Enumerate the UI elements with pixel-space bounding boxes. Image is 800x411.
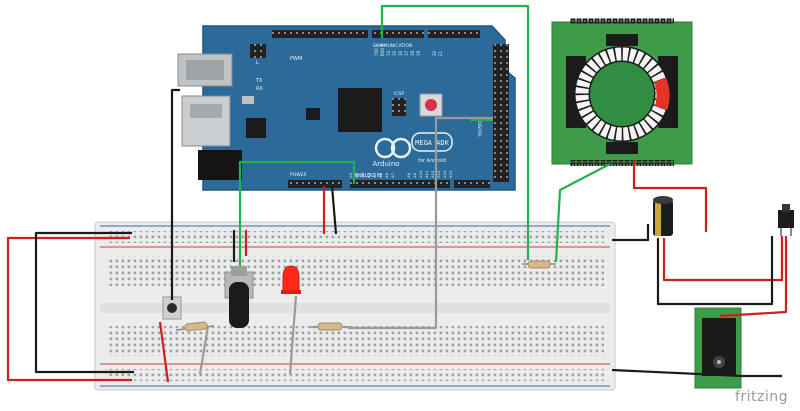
wire-black-button [170,88,180,300]
pin-label-20: 20 [432,50,437,56]
pin-label-19: 19 [416,50,421,56]
pin-label-a15: A15 [448,170,453,178]
bottom-power-rail-holes [106,369,604,381]
analog-pin-labels: A0 A1 A2 A3 A4 A5 A6 A7 A8 A9 A10 A11 A1… [348,170,453,178]
pin-label-a4: A4 [372,172,377,178]
wires [6,4,788,383]
pin-label-rx0: RX0 0 [380,44,385,56]
pin-label-a5: A5 [378,172,383,178]
wire-gray-led [348,116,493,330]
wire-red-jack [719,236,788,318]
pin-label-a12: A12 [430,170,435,178]
label-tx: TX [255,78,263,84]
board-subtitle: for Android [418,158,446,164]
top-pin-labels: TX0 1 RX0 0 14 15 16 17 18 19 20 21 [374,44,443,57]
potentiometer[interactable] [224,266,254,328]
icsp-header [392,98,406,116]
potentiometer-knob[interactable] [229,282,249,328]
wire-green-data [380,4,530,260]
pin-label-a6: A6 [384,172,389,178]
wire-black-rail-loop [34,231,134,374]
label-digital: DIGITAL [476,120,482,138]
wire-green-pot [238,160,356,266]
label-l: L [256,60,259,66]
terminal-strip-lower [106,326,604,356]
pin-label-tx0: TX0 1 [374,44,379,57]
arduino-logo-icon [374,137,396,159]
led-ring-bottom-pins [570,160,674,166]
usb-a-connector [181,95,231,147]
terminal-strip-upper [106,256,604,286]
pin-label-15: 15 [392,50,397,56]
push-button[interactable] [162,296,182,320]
red-led [281,265,301,294]
header-analog [350,180,450,188]
slide-switch[interactable] [778,204,794,236]
pin-label-14: 14 [386,50,391,56]
label-analog-in: ANALOG IN [354,173,382,179]
pin-label-21: 21 [438,50,443,56]
label-power: POWER [290,172,307,178]
label-rx: RX [256,86,263,92]
wire-black-gnd [330,185,338,235]
pin-label-a2: A2 [360,172,365,178]
header-comm-2 [428,30,480,38]
wire-black-ring-gnd [612,224,650,242]
board-brand: Arduino [372,160,399,168]
center-channel [100,303,610,313]
label-icsp: ICSP [394,91,404,97]
led-ring-top-pins [570,18,674,24]
pin-label-a13: A13 [436,170,441,178]
board-name: MEGA ADK [415,139,450,147]
pin-label-a0: A0 [348,172,353,178]
led-ring-module [551,18,693,166]
pin-label-a7: A7 [390,172,395,178]
resistor-led [310,322,350,331]
top-power-rail-holes [106,231,604,243]
wire-red-ring-power [632,160,708,232]
wire-gray-button [198,325,210,375]
pin-label-18: 18 [410,50,415,56]
wire-green-ring [554,163,611,263]
microcontroller-chip [338,88,382,132]
pin-label-a14: A14 [442,170,447,178]
pin-label-a9: A9 [412,172,417,178]
icsp-header-2 [250,44,266,58]
pin-label-17: 17 [404,50,409,56]
led-ring-lit-segment [653,77,670,111]
dc-jack [198,150,242,180]
wire-red-switch [662,236,784,282]
label-pwm: PWM [290,56,302,62]
led-ring-center [590,62,654,126]
wire-red-button [158,321,170,383]
pin-label-a3: A3 [366,172,371,178]
pin-label-a1: A1 [354,172,359,178]
header-communication [372,30,424,38]
resistor-ring [522,260,556,269]
pin-label-a11: A11 [424,170,429,178]
label-communication: COMMUNICATION [373,43,412,49]
wire-red-rail-loop [6,236,132,382]
wire-gray-led-leg [288,295,298,375]
arduino-mega-adk: Arduino MEGA ADK for Android PWM COMMUNI… [177,25,516,191]
header-pwm [272,30,368,38]
mega-adk-badge [411,132,453,152]
header-power [288,180,342,188]
pin-label-16: 16 [398,50,403,56]
fritzing-watermark: fritzing [734,389,788,405]
wire-black-switch [656,236,774,306]
header-analog-2 [454,180,490,188]
pin-label-a10: A10 [418,170,423,178]
pin-label-a8: A8 [406,172,411,178]
header-digital [493,44,509,182]
usb-chip [246,118,266,138]
electrolytic-capacitor [653,196,673,236]
wire-black-jack [611,368,782,378]
